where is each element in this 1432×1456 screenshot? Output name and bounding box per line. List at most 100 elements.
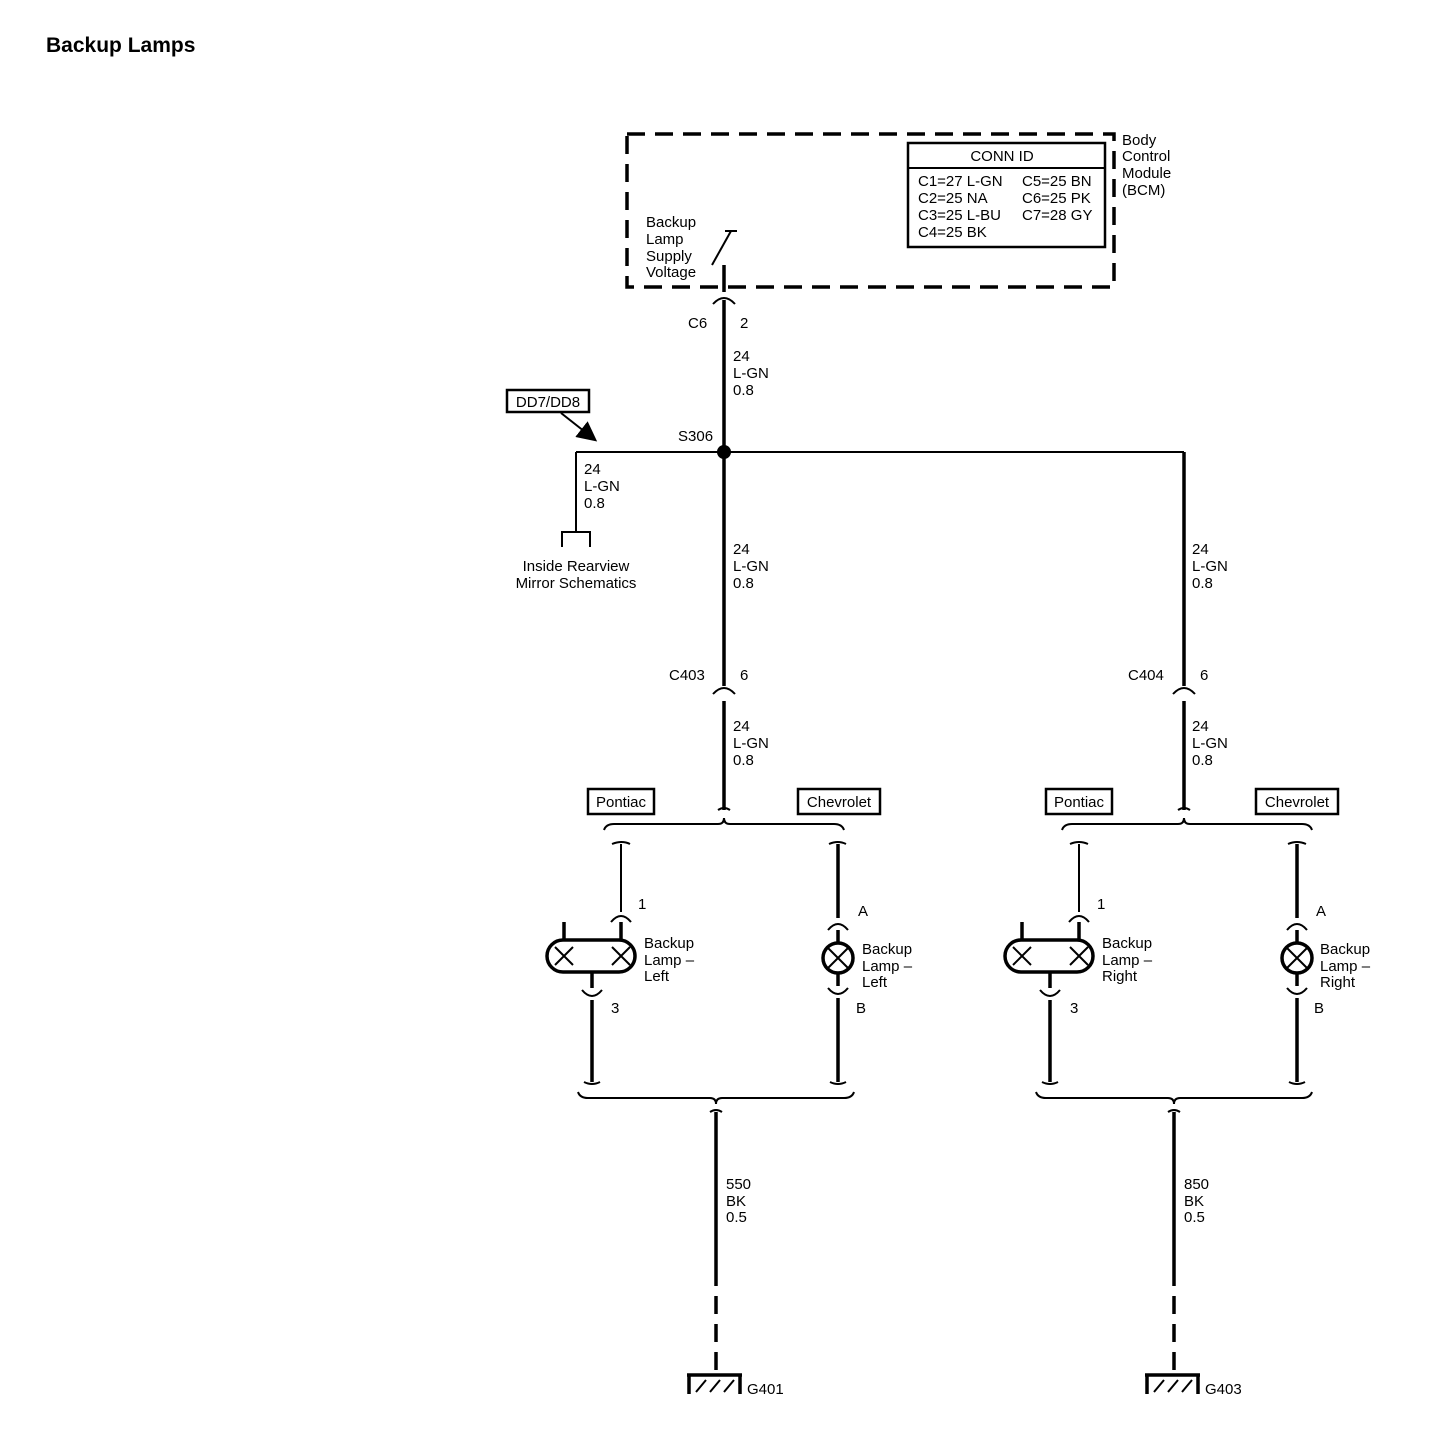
- svg-text:0.8: 0.8: [733, 575, 754, 592]
- svg-text:C6: C6: [688, 315, 707, 332]
- mirror-reference-icon: [561, 531, 591, 547]
- ground-icon-right: [1145, 1373, 1200, 1394]
- pin-label: 3: [1070, 1000, 1078, 1017]
- harness-bracket-bottom-left: [577, 1091, 855, 1105]
- pin-connector-icon: [581, 989, 603, 997]
- svg-text:Lamp –: Lamp –: [1102, 952, 1153, 969]
- wire-label-ground-right: 850 BK 0.5: [1184, 1176, 1209, 1226]
- variant-tag-chevrolet-left: Chevrolet: [796, 787, 882, 816]
- ground-icon-left: [687, 1373, 742, 1394]
- harness-break-icon: [1167, 1109, 1181, 1113]
- wire-label-right-1: 24 L-GN 0.8: [1192, 541, 1228, 592]
- harness-break-icon: [709, 1109, 723, 1113]
- pin-label: 1: [1097, 896, 1105, 913]
- svg-text:Pontiac: Pontiac: [1054, 794, 1105, 811]
- lamp-label-chevrolet-left: Backup Lamp – Left: [862, 941, 913, 991]
- harness-break-icon: [1288, 1081, 1306, 1085]
- svg-text:Right: Right: [1320, 974, 1356, 991]
- svg-text:24: 24: [733, 541, 750, 558]
- bulb-icon-left: [821, 930, 855, 986]
- svg-text:C6=25 PK: C6=25 PK: [1022, 190, 1091, 207]
- svg-text:C2=25 NA: C2=25 NA: [918, 190, 988, 207]
- harness-break-icon: [1069, 841, 1089, 845]
- svg-text:Chevrolet: Chevrolet: [1265, 794, 1330, 811]
- pin-label: B: [1314, 1000, 1324, 1017]
- svg-text:DD7/DD8: DD7/DD8: [516, 394, 580, 411]
- bulb-icon-right: [1280, 930, 1314, 986]
- harness-break-icon: [828, 841, 847, 845]
- harness-break-icon: [717, 807, 731, 811]
- lamp-label-pontiac-left: Backup Lamp – Left: [644, 935, 695, 985]
- variant-tag-pontiac-right: Pontiac: [1044, 787, 1114, 816]
- harness-bracket-top-left: [603, 817, 845, 831]
- svg-text:C403: C403: [669, 667, 705, 684]
- pin-connector-icon: [1039, 989, 1061, 997]
- svg-text:0.5: 0.5: [1184, 1209, 1205, 1226]
- svg-text:L-GN: L-GN: [1192, 558, 1228, 575]
- lamp-label-pontiac-right: Backup Lamp – Right: [1102, 935, 1153, 985]
- mirror-reference-label: Inside Rearview Mirror Schematics: [516, 558, 637, 592]
- svg-text:Module: Module: [1122, 165, 1171, 182]
- svg-text:0.8: 0.8: [733, 752, 754, 769]
- svg-text:Backup: Backup: [646, 214, 696, 231]
- svg-text:Backup: Backup: [1320, 941, 1370, 958]
- svg-text:(BCM): (BCM): [1122, 182, 1165, 199]
- svg-text:C404: C404: [1128, 667, 1164, 684]
- harness-break-icon: [1177, 807, 1191, 811]
- svg-text:24: 24: [733, 348, 750, 365]
- svg-text:550: 550: [726, 1176, 751, 1193]
- wire-label-mirror: 24 L-GN 0.8: [584, 461, 620, 512]
- svg-text:Pontiac: Pontiac: [596, 794, 647, 811]
- harness-break-icon: [829, 1081, 847, 1085]
- supply-switch-icon: [711, 230, 737, 292]
- svg-text:Mirror Schematics: Mirror Schematics: [516, 575, 637, 592]
- svg-text:2: 2: [740, 315, 748, 332]
- svg-text:L-GN: L-GN: [733, 558, 769, 575]
- harness-bracket-bottom-right: [1035, 1091, 1313, 1105]
- svg-text:24: 24: [1192, 541, 1209, 558]
- svg-text:Right: Right: [1102, 968, 1138, 985]
- pin-label: 3: [611, 1000, 619, 1017]
- svg-text:Voltage: Voltage: [646, 264, 696, 281]
- svg-text:Lamp: Lamp: [646, 231, 684, 248]
- svg-text:24: 24: [584, 461, 601, 478]
- svg-text:CONN ID: CONN ID: [970, 148, 1034, 165]
- svg-text:0.8: 0.8: [733, 382, 754, 399]
- ground-label-left: G401: [747, 1381, 784, 1398]
- svg-text:L-GN: L-GN: [584, 478, 620, 495]
- svg-text:C7=28 GY: C7=28 GY: [1022, 207, 1092, 224]
- svg-text:Inside Rearview: Inside Rearview: [523, 558, 630, 575]
- connector-c404: C404 6: [1128, 667, 1208, 695]
- svg-text:850: 850: [1184, 1176, 1209, 1193]
- lamp-label-chevrolet-right: Backup Lamp – Right: [1320, 941, 1371, 991]
- bcm-outline: [625, 132, 1116, 289]
- conn-id-table: CONN ID C1=27 L-GN C2=25 NA C3=25 L-BU C…: [906, 141, 1107, 249]
- svg-text:Chevrolet: Chevrolet: [807, 794, 872, 811]
- svg-text:Left: Left: [862, 974, 888, 991]
- svg-text:L-GN: L-GN: [1192, 735, 1228, 752]
- pin-label: B: [856, 1000, 866, 1017]
- dual-filament-lamp-icon-right: [1003, 922, 1095, 988]
- pin-label: A: [1316, 903, 1326, 920]
- harness-break-icon: [583, 1081, 601, 1085]
- wire-label-right-2: 24 L-GN 0.8: [1192, 718, 1228, 769]
- pin-connector-icon: [827, 923, 849, 931]
- svg-text:Lamp –: Lamp –: [862, 958, 913, 975]
- option-tag: DD7/DD8: [505, 388, 598, 442]
- wire-label-left-2: 24 L-GN 0.8: [733, 718, 769, 769]
- svg-text:6: 6: [740, 667, 748, 684]
- variant-tag-chevrolet-right: Chevrolet: [1254, 787, 1340, 816]
- harness-break-icon: [1287, 841, 1307, 845]
- connector-c6: C6 2: [688, 297, 748, 332]
- pin-connector-icon: [1068, 915, 1090, 923]
- pin-label: 1: [638, 896, 646, 913]
- svg-text:Lamp –: Lamp –: [644, 952, 695, 969]
- svg-text:Backup: Backup: [1102, 935, 1152, 952]
- svg-text:Backup: Backup: [862, 941, 912, 958]
- svg-text:24: 24: [733, 718, 750, 735]
- pin-connector-icon: [1286, 923, 1308, 931]
- diagram-title: Backup Lamps: [46, 34, 196, 57]
- svg-text:Left: Left: [644, 968, 670, 985]
- pin-connector-icon: [827, 987, 849, 995]
